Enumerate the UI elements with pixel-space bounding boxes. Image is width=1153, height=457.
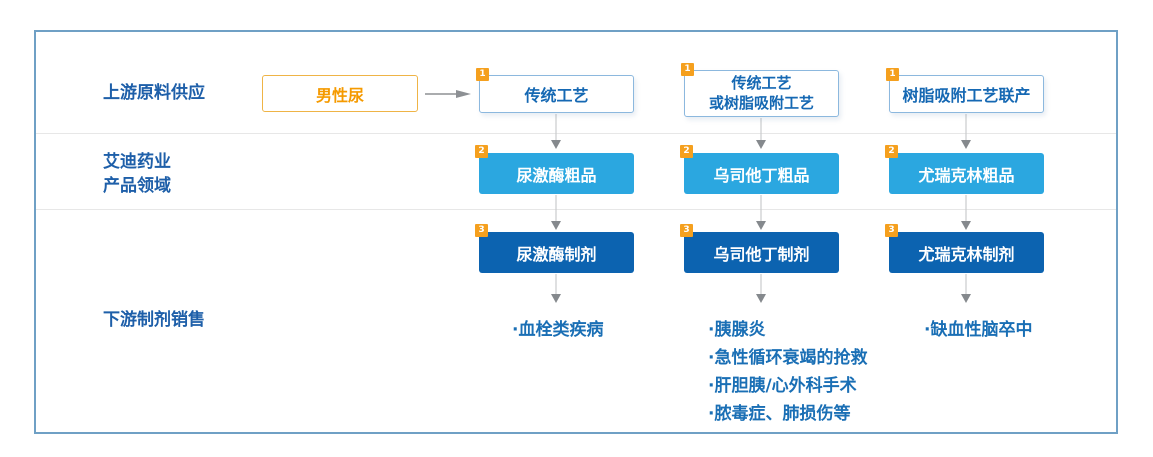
outer-border-frame — [34, 30, 1118, 434]
indications-col3: ·缺血性脑卒中 — [924, 316, 1032, 344]
formulation-box-label: 尤瑞克林制剂 — [918, 244, 1015, 264]
indication-item: ·血栓类疾病 — [512, 320, 604, 340]
row-label-downstream: 下游制剂销售 — [103, 310, 205, 330]
step-badge-2: 2 — [885, 145, 898, 158]
step-badge-1: 1 — [681, 63, 694, 76]
step-badge-1: 1 — [476, 68, 489, 81]
crude-box-label: 乌司他丁粗品 — [713, 165, 810, 185]
step-badge-3: 3 — [475, 224, 488, 237]
formulation-box-kallidinogenase: 3 尤瑞克林制剂 — [885, 224, 1044, 273]
indication-item: ·肝胆胰/心外科手术 — [708, 376, 857, 396]
crude-box-ulinastatin: 2 乌司他丁粗品 — [680, 145, 839, 194]
step-badge-2: 2 — [475, 145, 488, 158]
step-badge-1: 1 — [886, 68, 899, 81]
step-badge-3: 3 — [885, 224, 898, 237]
indication-item: ·脓毒症、肺损伤等 — [708, 404, 851, 424]
indication-item: ·急性循环衰竭的抢救 — [708, 348, 868, 368]
row-label-company: 艾迪药业 产品领域 — [103, 152, 171, 196]
step-badge-3: 3 — [680, 224, 693, 237]
process-box-traditional: 1 传统工艺 — [476, 68, 634, 113]
indication-item: ·胰腺炎 — [708, 320, 766, 340]
crude-box-urokinase: 2 尿激酶粗品 — [475, 145, 634, 194]
row-divider-1 — [36, 133, 1116, 134]
process-box-traditional-or-resin: 1 传统工艺 或树脂吸附工艺 — [681, 63, 839, 117]
source-box-label: 男性尿 — [315, 85, 364, 105]
crude-box-label: 尿激酶粗品 — [516, 165, 597, 185]
process-box-label: 传统工艺 或树脂吸附工艺 — [708, 74, 814, 112]
process-box-label: 传统工艺 — [524, 86, 589, 105]
formulation-box-label: 乌司他丁制剂 — [713, 244, 810, 264]
indications-col2: ·胰腺炎 ·急性循环衰竭的抢救 ·肝胆胰/心外科手术 ·脓毒症、肺损伤等 — [708, 316, 867, 428]
crude-box-label: 尤瑞克林粗品 — [918, 165, 1015, 185]
crude-box-kallidinogenase: 2 尤瑞克林粗品 — [885, 145, 1044, 194]
source-box-male-urine: 男性尿 — [262, 75, 418, 112]
row-label-upstream: 上游原料供应 — [103, 83, 205, 103]
indications-col1: ·血栓类疾病 — [512, 316, 603, 344]
formulation-box-label: 尿激酶制剂 — [516, 244, 597, 264]
formulation-box-ulinastatin: 3 乌司他丁制剂 — [680, 224, 839, 273]
indication-item: ·缺血性脑卒中 — [924, 320, 1033, 340]
row-divider-2 — [36, 209, 1116, 210]
step-badge-2: 2 — [680, 145, 693, 158]
formulation-box-urokinase: 3 尿激酶制剂 — [475, 224, 634, 273]
process-box-label: 树脂吸附工艺联产 — [902, 86, 1031, 105]
process-box-resin-coproduction: 1 树脂吸附工艺联产 — [886, 68, 1044, 113]
